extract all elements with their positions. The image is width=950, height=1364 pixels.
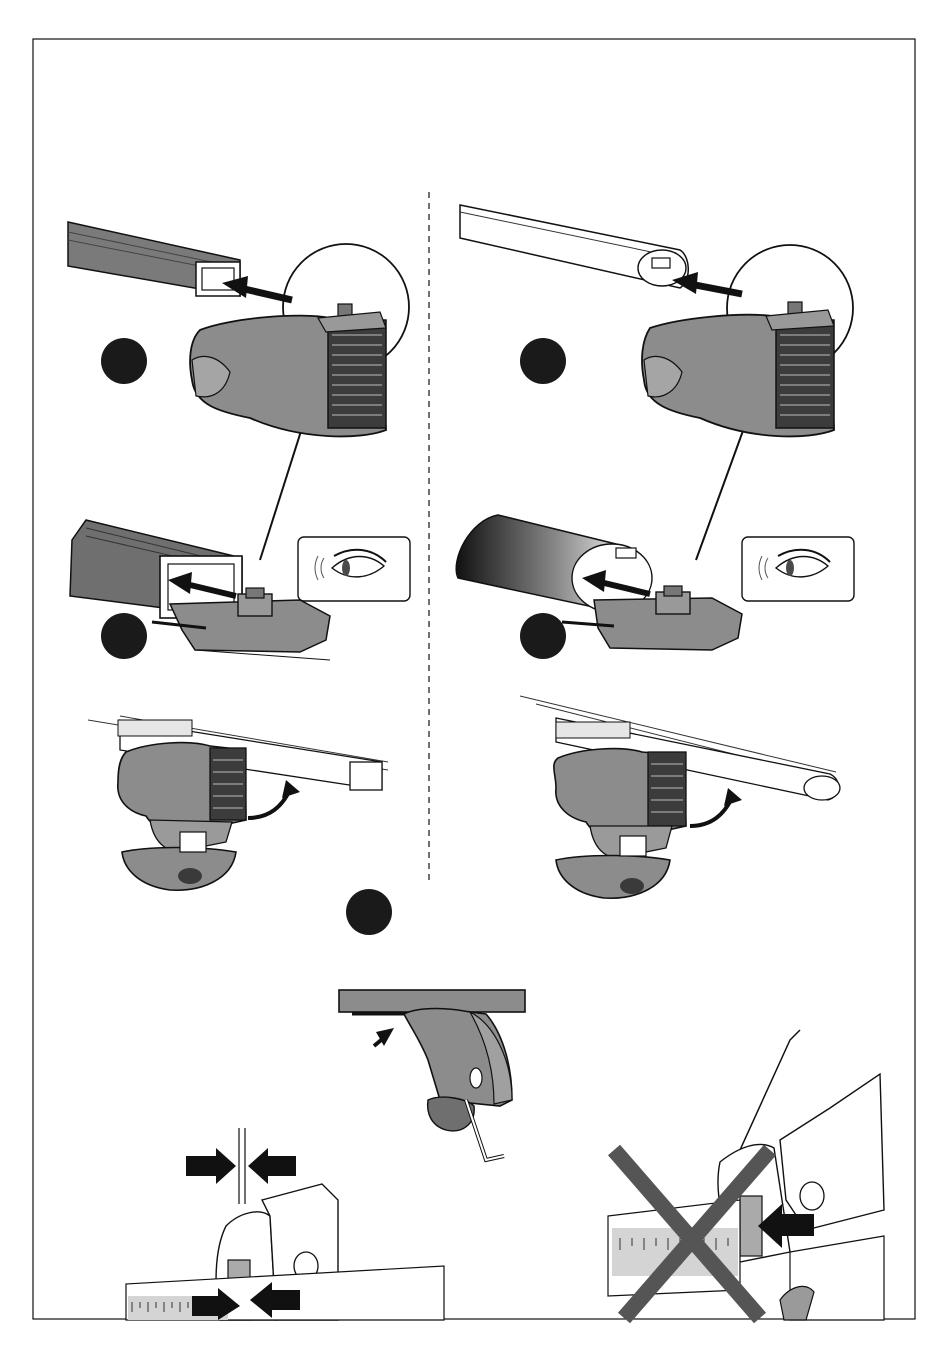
foot-body [404, 1009, 512, 1131]
panel-right-middle [520, 696, 840, 898]
aero-bar [460, 205, 688, 288]
panel-left-middle [88, 716, 388, 890]
foot-detail [718, 1074, 884, 1320]
panel-right-top [456, 205, 854, 659]
panel-left-top [68, 222, 410, 660]
foot-body [554, 749, 686, 899]
step-marker [520, 613, 566, 659]
eye-icon [298, 537, 410, 601]
arrow-icon [374, 1028, 394, 1046]
step-marker [101, 613, 147, 659]
arrow-icon [186, 1148, 236, 1184]
square-bar [68, 222, 240, 296]
panel-bottom-center [339, 990, 525, 1160]
strap-line [740, 1030, 800, 1150]
step-marker [520, 338, 566, 384]
foot-body [190, 304, 386, 436]
panel-bottom-right [608, 1030, 884, 1320]
eye-icon [742, 537, 854, 601]
step-marker [101, 338, 147, 384]
arrow-icon [248, 1148, 296, 1184]
foot-body [642, 302, 834, 436]
foot-body [118, 743, 246, 891]
panel-bottom-left [126, 1128, 444, 1320]
step-marker [346, 889, 392, 935]
